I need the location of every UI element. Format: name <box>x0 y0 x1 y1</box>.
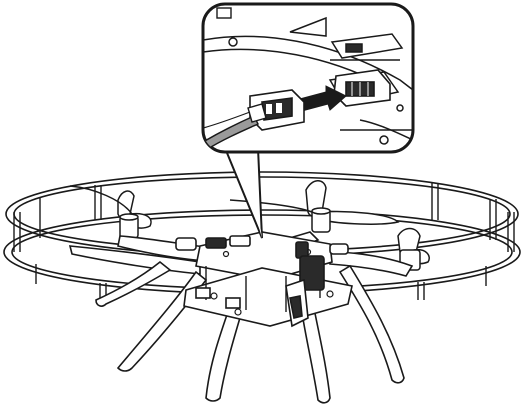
landing-leg <box>95 260 172 307</box>
bracket <box>225 297 241 309</box>
capacitor <box>175 237 197 251</box>
landing-leg <box>116 270 208 372</box>
propeller-blade-edge <box>69 185 133 215</box>
connector-cable <box>203 115 260 152</box>
frame-edge <box>203 35 413 91</box>
battery-connector-detail <box>289 295 303 319</box>
landing-leg <box>205 298 245 402</box>
landing-leg <box>338 264 405 384</box>
battery-lead <box>299 255 325 291</box>
connector-detail-callout <box>201 2 415 154</box>
landing-leg <box>299 297 331 404</box>
propeller-blade <box>319 210 400 225</box>
connector-receptacle <box>333 69 391 107</box>
motor-cap <box>311 207 331 215</box>
frame-arrow-marker <box>289 16 327 37</box>
motor-cap <box>119 213 139 221</box>
propeller-blade-edge <box>229 199 313 213</box>
motors <box>119 207 421 271</box>
esc-board <box>205 237 227 249</box>
guard-struts <box>13 183 515 300</box>
landing-legs <box>95 260 405 404</box>
esc-board <box>229 235 251 247</box>
connector-plug <box>249 89 305 131</box>
drone-body <box>175 231 353 328</box>
callout-pointer <box>223 147 263 239</box>
capacitor <box>329 243 349 255</box>
bracket <box>195 287 211 299</box>
